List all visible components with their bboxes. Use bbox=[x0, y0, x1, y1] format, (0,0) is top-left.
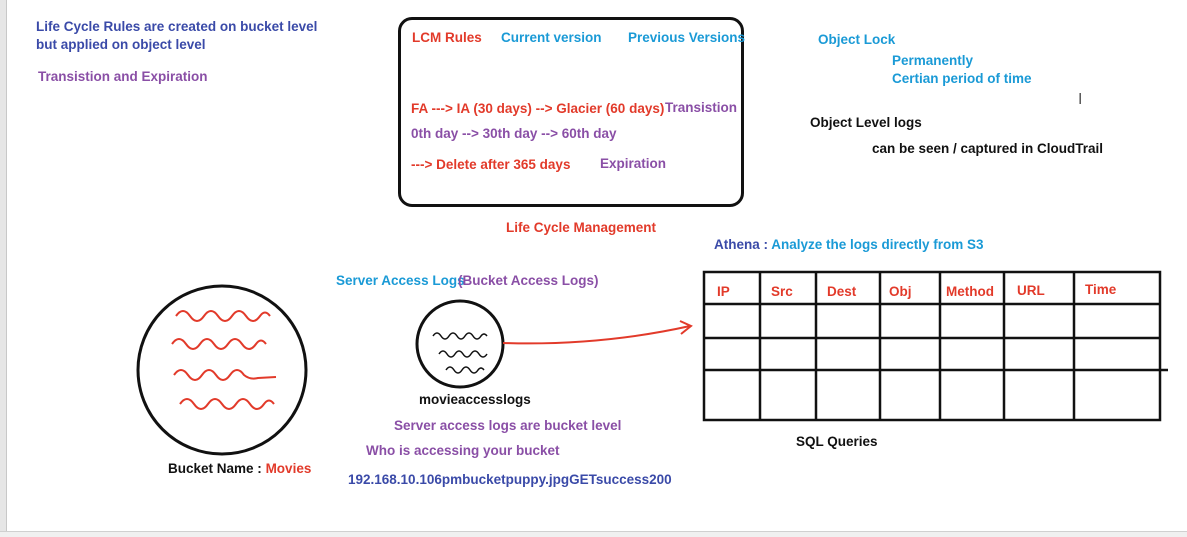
lcm-rules-header: LCM Rules bbox=[412, 30, 482, 45]
object-level-logs-title: Object Level logs bbox=[810, 115, 922, 130]
previous-versions-header: Previous Versions bbox=[628, 30, 746, 45]
expiration-label: Expiration bbox=[600, 156, 667, 171]
object-squiggle bbox=[173, 369, 277, 381]
column-header-ip: IP bbox=[717, 284, 730, 299]
text-cursor-icon: I bbox=[1078, 90, 1083, 108]
transistion-expiration-note: Transistion and Expiration bbox=[38, 69, 208, 84]
column-header-method: Method bbox=[946, 284, 994, 299]
column-header-url: URL bbox=[1017, 283, 1045, 298]
delete-rule: ---> Delete after 365 days bbox=[411, 157, 571, 172]
athena-note: Athena : Analyze the logs directly from … bbox=[714, 236, 984, 253]
server-access-logs-title: Server Access Logs bbox=[336, 273, 465, 288]
lifecycle-note-line2: but applied on object level bbox=[36, 37, 206, 52]
column-header-dest: Dest bbox=[827, 284, 857, 299]
current-version-header: Current version bbox=[501, 30, 602, 45]
sample-log-entry: 192.168.10.106pmbucketpuppy.jpgGETsucces… bbox=[348, 472, 672, 487]
who-accessing-note: Who is accessing your bucket bbox=[366, 443, 560, 458]
column-header-time: Time bbox=[1085, 282, 1117, 297]
bucket-name-prefix: Bucket Name : bbox=[168, 461, 262, 476]
lcm-rules-box bbox=[398, 17, 744, 207]
athena-prefix: Athena : bbox=[714, 237, 768, 252]
log-squiggle bbox=[445, 366, 485, 374]
bucket-name-value: Movies bbox=[265, 461, 312, 476]
object-lock-period: Certian period of time bbox=[892, 71, 1032, 86]
window-left-edge bbox=[0, 0, 7, 536]
lifecycle-note-line1: Life Cycle Rules are created on bucket l… bbox=[36, 19, 318, 34]
log-bucket-circle bbox=[415, 299, 505, 389]
sql-queries-caption: SQL Queries bbox=[796, 434, 878, 449]
day-timeline: 0th day --> 30th day --> 60th day bbox=[411, 126, 617, 141]
object-level-logs-desc: can be seen / captured in CloudTrail bbox=[872, 141, 1104, 156]
log-table-grid bbox=[702, 270, 1168, 422]
athena-text: Analyze the logs directly from S3 bbox=[771, 237, 984, 252]
bucket-access-logs-subtitle: (Bucket Access Logs) bbox=[458, 273, 599, 288]
storage-class-flow: FA ---> IA (30 days) --> Glacier (60 day… bbox=[411, 101, 665, 116]
window-bottom-edge bbox=[0, 531, 1187, 537]
server-logs-bucket-level-note: Server access logs are bucket level bbox=[394, 418, 622, 433]
column-header-src: Src bbox=[771, 284, 793, 299]
object-squiggle bbox=[179, 398, 275, 410]
log-squiggle bbox=[432, 332, 488, 340]
bucket-circle bbox=[136, 284, 308, 456]
log-bucket-name: movieaccesslogs bbox=[419, 392, 531, 407]
bucket-name-label: Bucket Name : Movies bbox=[168, 460, 311, 477]
object-lock-title: Object Lock bbox=[818, 32, 896, 47]
object-squiggle bbox=[175, 310, 271, 322]
log-squiggle bbox=[438, 350, 488, 358]
column-header-obj: Obj bbox=[889, 284, 912, 299]
object-squiggle bbox=[171, 338, 267, 350]
transistion-label: Transistion bbox=[665, 100, 738, 115]
arrow-head bbox=[679, 320, 693, 335]
logs-to-athena-arrow bbox=[502, 325, 691, 345]
lifecycle-management-caption: Life Cycle Management bbox=[506, 220, 657, 235]
object-lock-permanently: Permanently bbox=[892, 53, 974, 68]
